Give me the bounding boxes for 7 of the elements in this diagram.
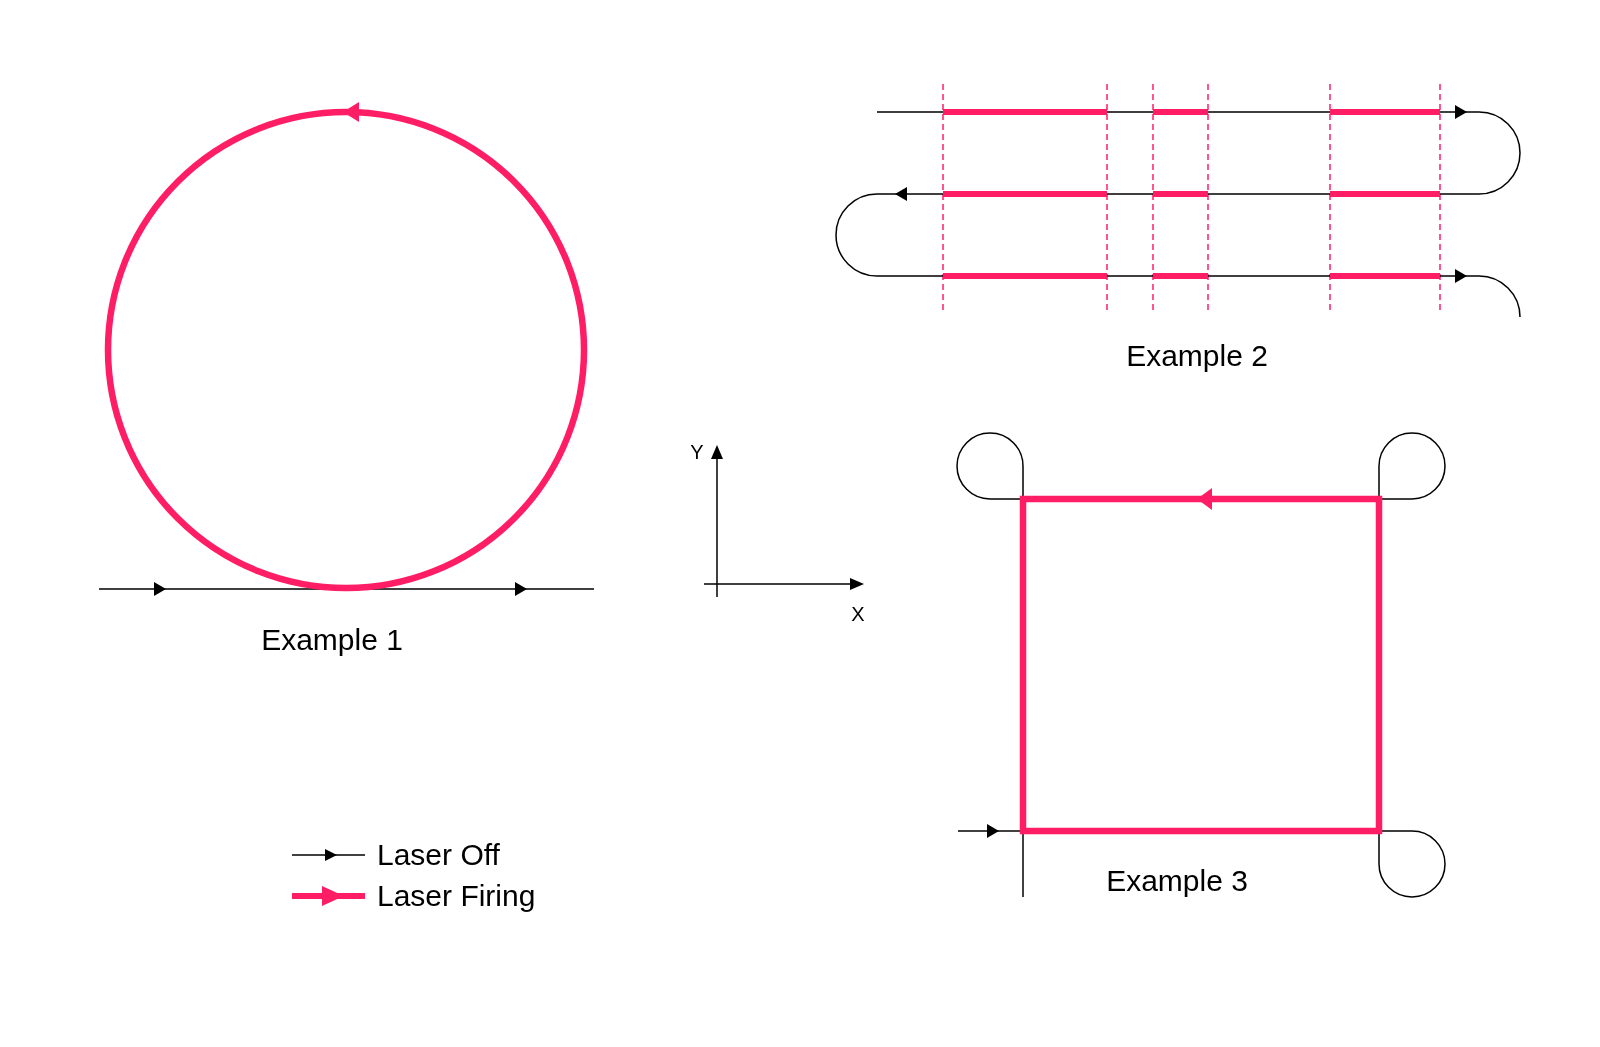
legend-label: Laser Firing (377, 881, 536, 911)
example-caption: Example 3 (1106, 866, 1248, 896)
example-caption: Example 1 (261, 625, 403, 655)
axis-label: X (851, 604, 865, 624)
legend-label: Laser Off (377, 840, 500, 870)
example-caption: Example 2 (1126, 341, 1268, 371)
axis-label: Y (690, 442, 704, 462)
